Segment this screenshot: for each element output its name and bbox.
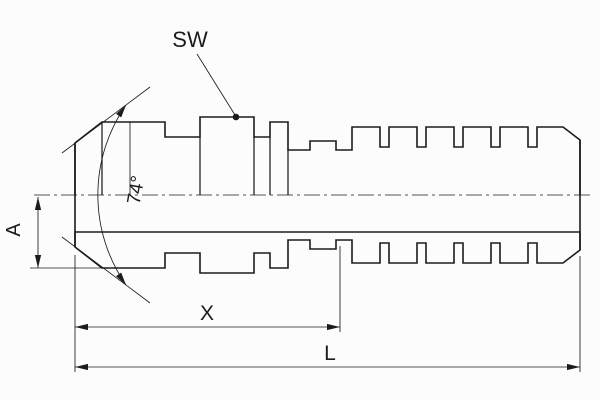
dim-x: [74, 246, 341, 372]
dim-a-label: A: [3, 223, 25, 237]
angle-arc: [97, 104, 127, 286]
fitting-upper-profile: [74, 116, 581, 195]
dim-x-label: X: [200, 302, 214, 325]
cone-angle-label: 74°: [124, 174, 150, 206]
sw-leader-dot: [232, 113, 240, 121]
angle-extension-bottom: [61, 236, 151, 304]
sw-leader-line: [196, 53, 236, 116]
ink-layer: [30, 53, 592, 372]
dim-l: [75, 256, 581, 372]
dim-l-label: L: [324, 342, 336, 365]
angle-extension-top: [61, 86, 151, 154]
sw-label: SW: [172, 27, 208, 52]
label-layer: SW 74° A X L: [3, 27, 336, 365]
dim-a: [30, 197, 140, 269]
angle-dimension: [61, 86, 151, 304]
sw-callout: [196, 53, 240, 121]
fitting-section-region: [74, 231, 581, 274]
